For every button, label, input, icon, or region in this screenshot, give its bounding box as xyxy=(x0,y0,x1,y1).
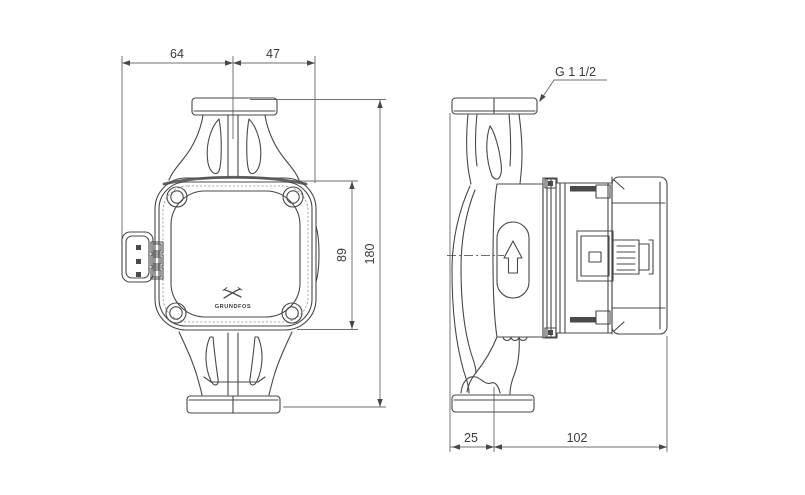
dimension-front-top-widths: 64 47 xyxy=(121,47,316,248)
front-lower-neck xyxy=(178,331,293,396)
thread-size-label: G 1 1/2 xyxy=(555,65,596,79)
grundfos-x-icon xyxy=(222,287,243,299)
side-lower-neck xyxy=(460,336,520,395)
corner-screw xyxy=(282,186,304,208)
corner-screw xyxy=(165,302,187,324)
front-upper-neck xyxy=(162,114,308,186)
front-bottom-flange xyxy=(186,395,281,414)
thread-callout: G 1 1/2 xyxy=(539,65,607,102)
dimension-side-bottom-widths: 25 102 xyxy=(449,113,668,452)
dim-64-label: 64 xyxy=(170,47,184,61)
side-upper-neck xyxy=(466,113,523,185)
clamp-band xyxy=(542,177,569,339)
dim-47-label: 47 xyxy=(266,47,280,61)
front-view: GRUNDFOS xyxy=(121,97,320,414)
up-arrow-icon xyxy=(503,240,523,274)
brand-wordmark: GRUNDFOS xyxy=(215,304,251,310)
volute-casing xyxy=(451,185,477,394)
dim-102-label: 102 xyxy=(567,431,588,445)
dim-89-label: 89 xyxy=(335,248,349,262)
pump-head xyxy=(154,177,320,331)
dimension-front-heights: 89 180 xyxy=(250,99,386,408)
flow-direction-badge xyxy=(496,221,530,299)
dim-25-label: 25 xyxy=(464,431,478,445)
side-bottom-flange xyxy=(451,394,535,413)
electrical-connector xyxy=(121,231,164,283)
side-top-flange xyxy=(451,97,538,115)
control-box xyxy=(556,176,668,335)
corner-screw xyxy=(166,186,188,208)
control-box-end-cap xyxy=(611,176,668,335)
pump-housing xyxy=(492,183,544,342)
dim-180-label: 180 xyxy=(363,244,377,265)
brand-logo: GRUNDFOS xyxy=(215,287,251,310)
corner-screw xyxy=(281,302,303,324)
side-view xyxy=(451,97,668,413)
terminal-connector xyxy=(576,230,654,282)
front-top-flange xyxy=(191,97,278,116)
